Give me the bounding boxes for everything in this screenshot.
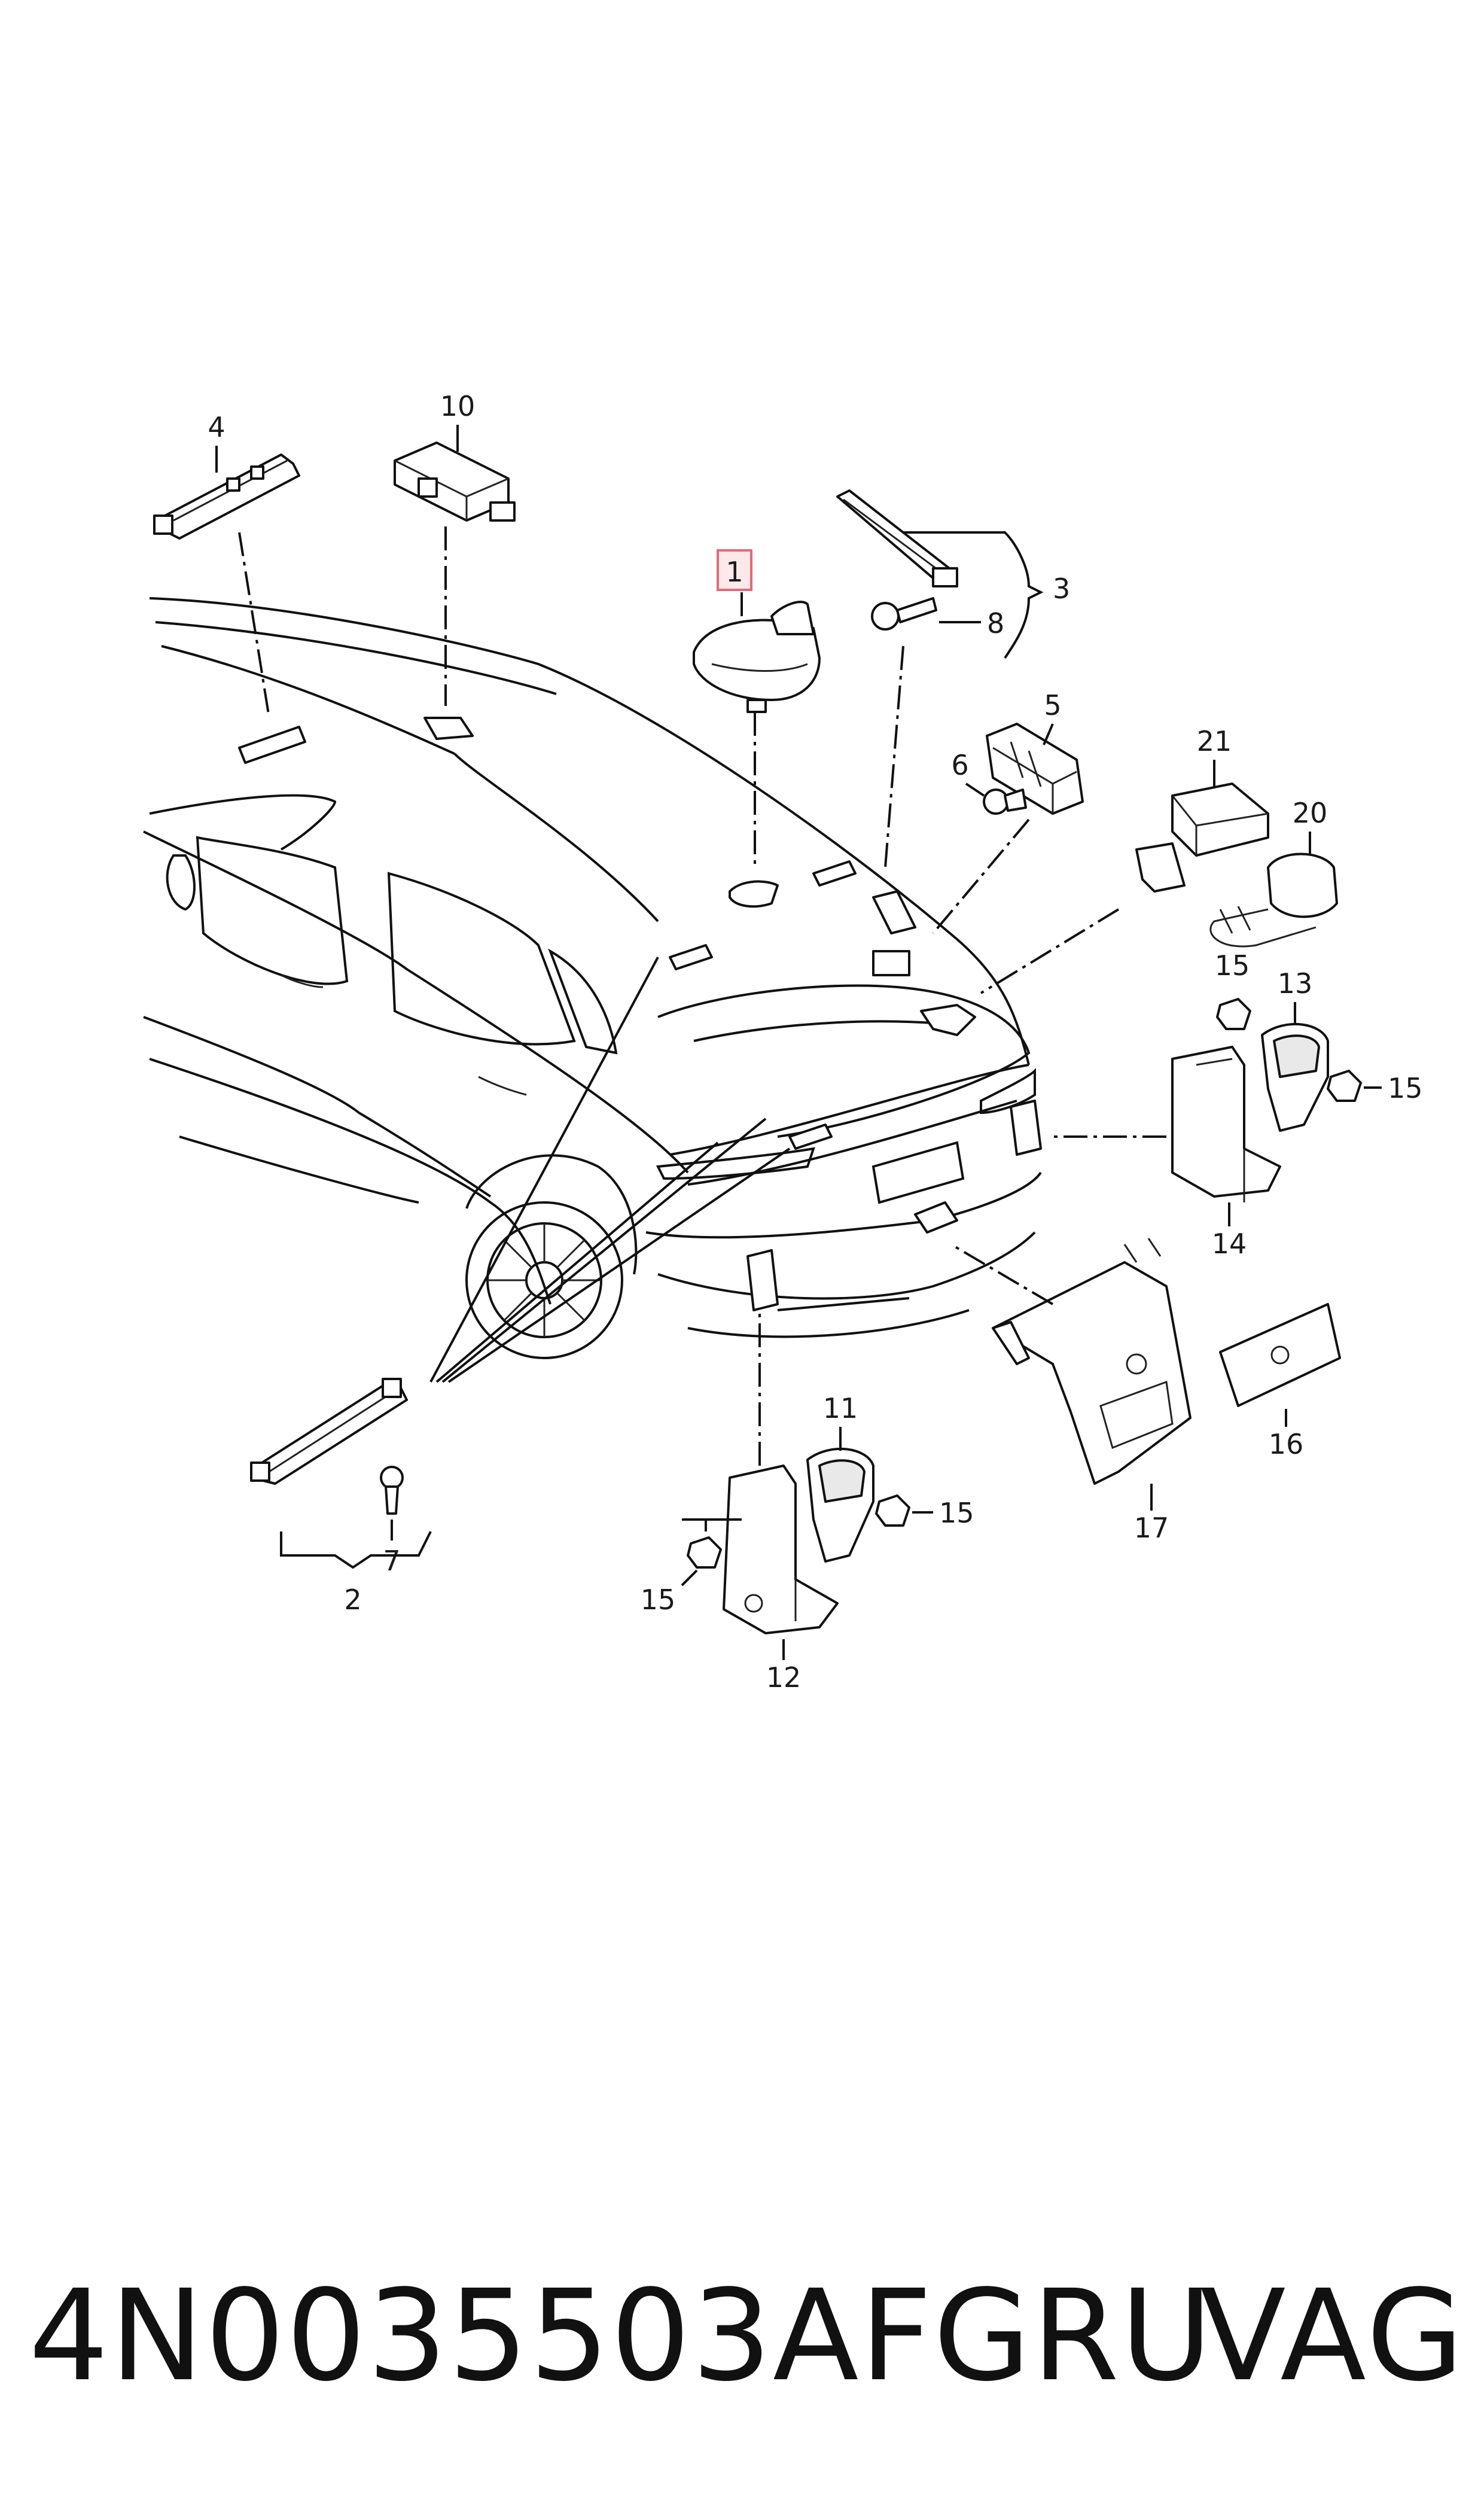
nut-part-15-upper	[1216, 998, 1251, 1030]
callout-5: 5	[1044, 689, 1061, 721]
callout-6: 6	[951, 749, 968, 781]
antenna-strip-part-2	[250, 1378, 408, 1485]
bracket-part-12	[723, 1464, 839, 1634]
callout-15c: 15	[939, 1497, 974, 1529]
callout-15b: 15	[1388, 1072, 1423, 1104]
part-14-mount-slot	[1010, 1100, 1042, 1156]
callout-15a: 15	[1215, 949, 1250, 982]
callout-7: 7	[383, 1545, 400, 1577]
car-body-outline	[143, 597, 1042, 1359]
callout-21: 21	[1197, 725, 1232, 757]
callout-15d: 15	[641, 1584, 676, 1616]
sensor-part-11	[806, 1447, 874, 1563]
parts-diagram: 1 4 10 3 8 5	[143, 390, 1423, 1694]
sensor-part-13	[1261, 1022, 1329, 1132]
nut-part-15-lower-left	[687, 1536, 722, 1569]
callout-13: 13	[1278, 967, 1313, 1000]
part-3-mount-slot-b	[872, 890, 916, 934]
part-2-mount-slot-b	[788, 1123, 833, 1150]
callout-3: 3	[1053, 573, 1070, 605]
footer: 4N0035503AFGRU VAG	[0, 2267, 1484, 2405]
callout-20: 20	[1293, 797, 1328, 829]
callout-12: 12	[766, 1661, 802, 1694]
callout-16: 16	[1269, 1428, 1304, 1460]
callout-1-highlight	[717, 549, 752, 591]
callout-1: 1	[726, 556, 743, 588]
callout-14: 14	[1212, 1228, 1247, 1260]
part-number: 4N0035503AFGRU	[29, 2263, 1214, 2409]
screw-part-7	[380, 1466, 404, 1515]
part-2-mount-slot-a	[669, 944, 713, 970]
screw-part-8	[871, 597, 937, 631]
nut-part-15-right	[1327, 1070, 1362, 1102]
brand-label: VAG	[1200, 2263, 1466, 2409]
callout-2: 2	[344, 1584, 361, 1616]
part-21-mount-slot	[920, 1004, 976, 1036]
control-unit-part-10	[394, 442, 516, 522]
callout-10: 10	[440, 390, 476, 422]
antenna-strip-part-3	[836, 489, 958, 587]
bracket-part-17	[992, 1238, 1192, 1485]
gps-antenna-part-20	[1209, 852, 1338, 948]
roof-antenna-part-1	[693, 601, 821, 713]
callout-11: 11	[823, 1392, 858, 1424]
antenna-module-part-4	[153, 453, 300, 540]
callout-4: 4	[208, 411, 225, 443]
part-3-mount-slot-a	[812, 860, 857, 887]
callout-8: 8	[987, 607, 1004, 640]
antenna-mount-hole	[729, 880, 779, 908]
cover-part-16	[1219, 1303, 1341, 1407]
part-5-mount-slot	[872, 950, 910, 976]
amplifier-part-5	[986, 723, 1084, 815]
control-unit-part-21	[1135, 783, 1269, 893]
part-12-mount-slot	[746, 1249, 779, 1311]
clip-part-6	[983, 788, 1027, 815]
nut-part-15-lower-right	[875, 1494, 910, 1527]
bracket-part-14	[1171, 1046, 1281, 1202]
callout-17: 17	[1134, 1512, 1169, 1544]
part-4-mount-slot	[238, 726, 306, 764]
part-17-mount-slot	[914, 1201, 958, 1234]
part-10-mount-slot	[423, 717, 474, 740]
